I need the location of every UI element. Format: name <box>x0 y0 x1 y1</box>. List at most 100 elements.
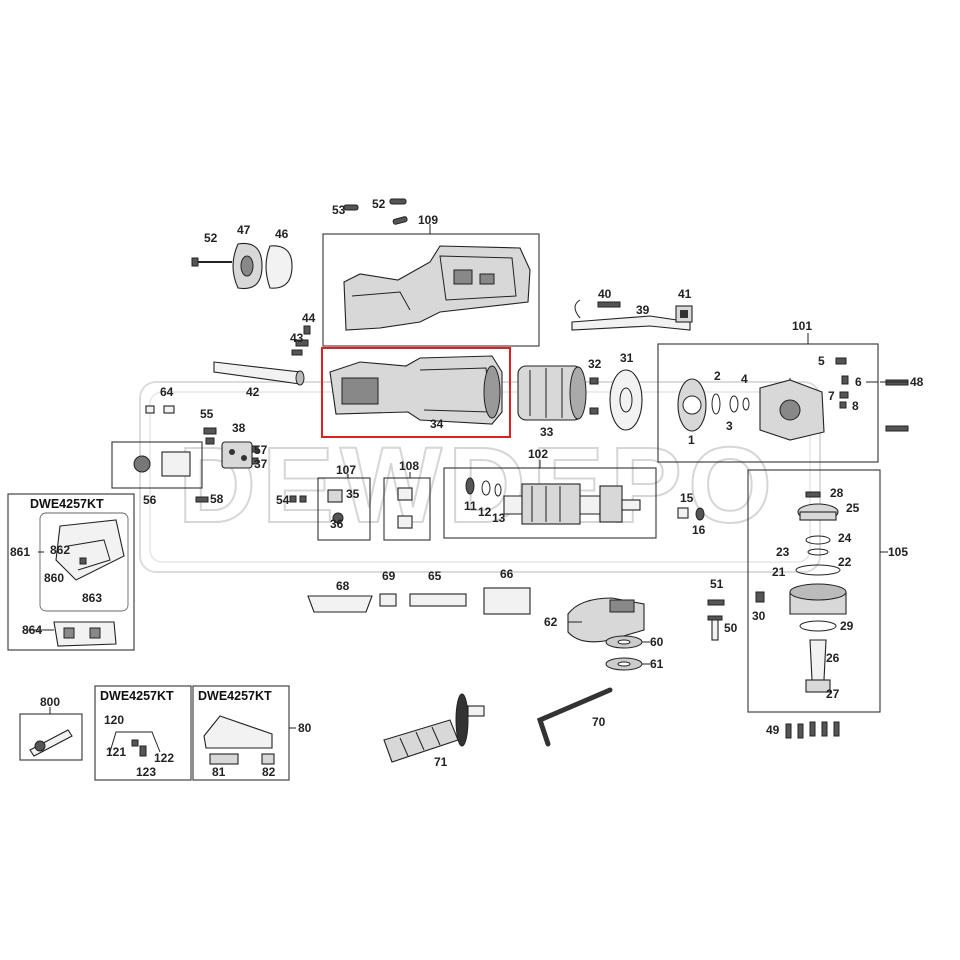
callout-800: 800 <box>40 695 60 709</box>
part-52-top <box>389 198 408 225</box>
part-51 <box>707 599 725 606</box>
part-55 <box>203 427 217 445</box>
callout-101: 101 <box>792 319 812 333</box>
callout-34: 34 <box>430 417 444 431</box>
callout-1: 1 <box>688 433 695 447</box>
callout-58: 58 <box>210 492 224 506</box>
part-60-flange <box>605 635 643 649</box>
part-70-hex-key <box>536 687 613 747</box>
part-109-housing <box>343 245 531 331</box>
callout-36: 36 <box>330 517 344 531</box>
part-62-guard <box>567 597 645 643</box>
callout-69: 69 <box>382 569 396 583</box>
part-48-screws <box>885 379 909 432</box>
kit-label-861: DWE4257KT <box>30 497 104 511</box>
callout-121: 121 <box>106 745 126 759</box>
part-49-screws <box>785 721 840 739</box>
callout-80: 80 <box>298 721 312 735</box>
callout-52-top: 52 <box>372 197 386 211</box>
part-68 <box>307 595 373 613</box>
box-101 <box>657 343 879 463</box>
part-40 <box>597 301 621 308</box>
callout-860: 860 <box>44 571 64 585</box>
part-108 <box>397 487 413 529</box>
part-52-long-screw <box>191 257 232 267</box>
part-65 <box>409 593 467 607</box>
watermark: DEWDEPO <box>139 381 821 573</box>
box-120 <box>94 685 192 781</box>
part-102-armature <box>465 477 641 525</box>
callout-62: 62 <box>544 615 558 629</box>
callout-71: 71 <box>434 755 448 769</box>
callout-4: 4 <box>741 372 748 386</box>
callout-42: 42 <box>246 385 260 399</box>
callout-7: 7 <box>828 389 835 403</box>
callout-64: 64 <box>160 385 174 399</box>
callout-26: 26 <box>826 651 840 665</box>
part-861-case <box>55 519 125 581</box>
part-34-motor-housing[interactable] <box>329 355 503 425</box>
callout-30: 30 <box>752 609 766 623</box>
callout-33: 33 <box>540 425 554 439</box>
callout-15: 15 <box>680 491 694 505</box>
part-69 <box>379 593 397 607</box>
box-102 <box>443 467 657 539</box>
callout-863: 863 <box>82 591 102 605</box>
callout-37: 37 <box>254 457 268 471</box>
part-44-43-screws <box>291 325 311 356</box>
callout-50: 50 <box>724 621 738 635</box>
callout-55: 55 <box>200 407 214 421</box>
callout-29: 29 <box>840 619 854 633</box>
part-54 <box>289 495 307 503</box>
part-53 <box>343 204 359 211</box>
callout-32: 32 <box>588 357 602 371</box>
part-120-handle-bracket <box>109 731 161 757</box>
callout-40: 40 <box>598 287 612 301</box>
part-47-end-cap <box>232 242 263 290</box>
callout-47: 47 <box>237 223 251 237</box>
callout-25: 25 <box>846 501 860 515</box>
part-58 <box>195 496 209 503</box>
callout-38: 38 <box>232 421 246 435</box>
box-56 <box>111 441 203 489</box>
part-50 <box>707 615 723 641</box>
callout-57: 57 <box>254 443 268 457</box>
part-105-gear-assembly <box>789 491 847 693</box>
part-800-tool <box>29 729 73 757</box>
box-80 <box>192 685 290 781</box>
callout-53: 53 <box>332 203 346 217</box>
callout-labels: 53 52 109 52 47 46 44 43 42 40 39 41 101… <box>10 197 924 779</box>
callout-109: 109 <box>418 213 438 227</box>
part-38-switch <box>221 441 253 469</box>
part-101-gearcase <box>677 378 825 441</box>
callout-35: 35 <box>346 487 360 501</box>
kit-label-120: DWE4257KT <box>100 689 174 703</box>
callout-23: 23 <box>776 545 790 559</box>
leader-lines <box>24 224 908 729</box>
callout-122: 122 <box>154 751 174 765</box>
callout-21: 21 <box>772 565 786 579</box>
callout-81: 81 <box>212 765 226 779</box>
callout-102: 102 <box>528 447 548 461</box>
callout-52-long: 52 <box>204 231 218 245</box>
part-64 <box>145 405 175 414</box>
callout-51: 51 <box>710 577 724 591</box>
callout-864: 864 <box>22 623 42 637</box>
callout-5: 5 <box>818 354 825 368</box>
part-30 <box>755 591 765 603</box>
callout-123: 123 <box>136 765 156 779</box>
box-105 <box>747 469 881 713</box>
callout-66: 66 <box>500 567 514 581</box>
part-5-6-7-8 <box>835 357 849 409</box>
part-66 <box>483 587 531 615</box>
callout-65: 65 <box>428 569 442 583</box>
part-33-stator <box>517 365 587 421</box>
callout-43: 43 <box>290 331 304 345</box>
callout-108: 108 <box>399 459 419 473</box>
highlight-box-34[interactable] <box>321 347 511 438</box>
part-32 <box>589 377 599 415</box>
part-107 <box>327 489 344 524</box>
callout-41: 41 <box>678 287 692 301</box>
callout-862: 862 <box>50 543 70 557</box>
